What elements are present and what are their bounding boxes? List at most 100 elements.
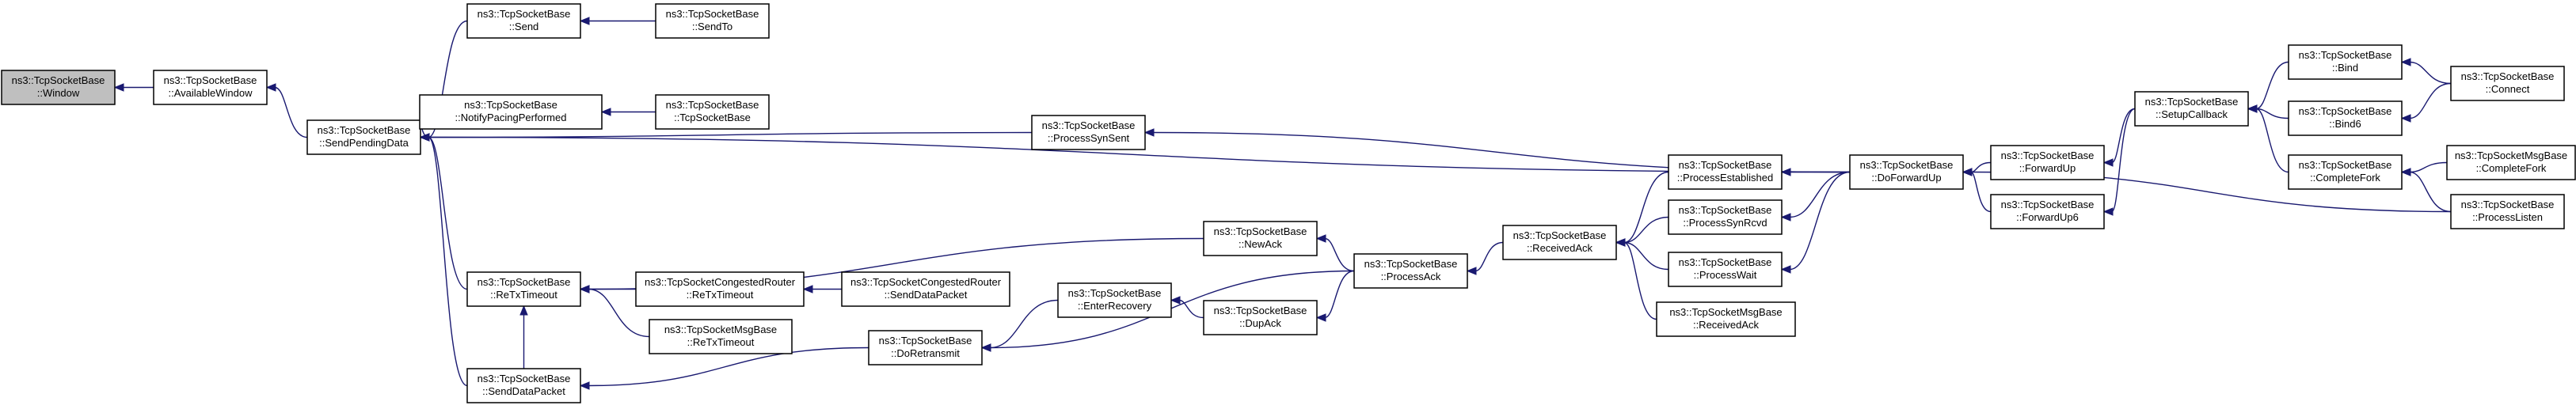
edge-arrowhead — [1315, 313, 1326, 322]
node-method-label: ::NewAck — [1239, 238, 1282, 250]
node-msg_receivedack[interactable]: ns3::TcpSocketMsgBase::ReceivedAck — [1656, 301, 1796, 337]
node-newack[interactable]: ns3::TcpSocketBase::NewAck — [1203, 221, 1318, 256]
edge-line — [2255, 108, 2289, 173]
node-processwait[interactable]: ns3::TcpSocketBase::ProcessWait — [1668, 252, 1783, 287]
edge-line — [2111, 108, 2136, 213]
node-connect[interactable]: ns3::TcpSocketBase::Connect — [2450, 66, 2565, 101]
node-senddatapacket[interactable]: ns3::TcpSocketBase::SendDataPacket — [466, 368, 581, 403]
edge-arrowhead — [1170, 296, 1181, 305]
node-msg_completefork[interactable]: ns3::TcpSocketMsgBase::CompleteFork — [2446, 145, 2576, 180]
edge-connect-to-bind — [2400, 58, 2452, 85]
node-processsynrcvd[interactable]: ns3::TcpSocketBase::ProcessSynRcvd — [1668, 199, 1783, 235]
node-class-label: ns3::TcpSocketBase — [666, 8, 759, 20]
node-method-label: ::NotifyPacingPerformed — [455, 112, 567, 123]
edge-line — [1623, 241, 1657, 320]
nodes-layer: ns3::TcpSocketBase::Windowns3::TcpSocket… — [1, 3, 2576, 403]
node-cr_retxtimeout[interactable]: ns3::TcpSocketCongestedRouter::ReTxTimeo… — [635, 271, 805, 307]
node-method-label: ::ProcessEstablished — [1677, 172, 1773, 184]
node-box — [419, 94, 603, 130]
node-box — [1, 70, 116, 105]
node-enterrecovery[interactable]: ns3::TcpSocketBase::EnterRecovery — [1057, 282, 1172, 318]
node-box — [466, 368, 581, 403]
node-processsynsent[interactable]: ns3::TcpSocketBase::ProcessSynSent — [1031, 115, 1146, 150]
node-send[interactable]: ns3::TcpSocketBase::Send — [466, 3, 581, 39]
edge-arrowhead — [1466, 267, 1477, 275]
node-window[interactable]: ns3::TcpSocketBase::Window — [1, 70, 116, 105]
edge-line — [1623, 216, 1669, 244]
node-processlisten[interactable]: ns3::TcpSocketBase::ProcessListen — [2450, 194, 2565, 229]
node-method-label: ::Connect — [2486, 83, 2530, 95]
node-class-label: ns3::TcpSocketBase — [1513, 229, 1607, 241]
node-receivedack[interactable]: ns3::TcpSocketBase::ReceivedAck — [1502, 225, 1617, 260]
node-method-label: ::Bind6 — [2329, 118, 2361, 130]
node-msg_retxtimeout[interactable]: ns3::TcpSocketMsgBase::ReTxTimeout — [649, 319, 793, 354]
node-retxtimeout[interactable]: ns3::TcpSocketBase::ReTxTimeout — [466, 271, 581, 307]
node-forwardup[interactable]: ns3::TcpSocketBase::ForwardUp — [1990, 145, 2105, 180]
edge-line — [1178, 299, 1204, 319]
edge-arrowhead — [2102, 207, 2114, 216]
edge-doforwardup-to-processwait — [1780, 171, 1851, 274]
node-box — [1990, 194, 2105, 229]
node-method-label: ::ReceivedAck — [1693, 319, 1760, 331]
edge-arrowhead — [2247, 104, 2258, 113]
node-completefork[interactable]: ns3::TcpSocketBase::CompleteFork — [2288, 154, 2403, 190]
node-forwardup6[interactable]: ns3::TcpSocketBase::ForwardUp6 — [1990, 194, 2105, 229]
node-bind[interactable]: ns3::TcpSocketBase::Bind — [2288, 44, 2403, 80]
node-class-label: ns3::TcpSocketBase — [1068, 287, 1162, 299]
node-setupcallback[interactable]: ns3::TcpSocketBase::SetupCallback — [2134, 91, 2249, 127]
edge-sendpendingdata-to-availablewindow — [265, 83, 308, 138]
node-class-label: ns3::TcpSocketBase — [666, 99, 759, 111]
node-class-label: ns3::TcpSocketMsgBase — [2455, 150, 2567, 161]
node-bind6[interactable]: ns3::TcpSocketBase::Bind6 — [2288, 100, 2403, 136]
node-box — [2288, 154, 2403, 190]
node-availablewindow[interactable]: ns3::TcpSocketBase::AvailableWindow — [153, 70, 268, 105]
node-doretransmit[interactable]: ns3::TcpSocketBase::DoRetransmit — [868, 330, 983, 365]
edge-arrowhead — [579, 285, 590, 293]
node-class-label: ns3::TcpSocketBase — [12, 74, 105, 86]
node-class-label: ns3::TcpSocketBase — [1679, 256, 1772, 268]
edge-line — [1324, 237, 1355, 272]
edge-tcpsocketbase-to-notifypacing — [600, 108, 656, 116]
edge-arrowhead — [579, 381, 590, 390]
edge-line — [428, 20, 468, 138]
node-class-label: ns3::TcpSocketBase — [1679, 204, 1772, 216]
edge-arrowhead — [519, 305, 528, 316]
node-class-label: ns3::TcpSocketBase — [164, 74, 257, 86]
node-class-label: ns3::TcpSocketBase — [1042, 119, 1136, 131]
node-class-label: ns3::TcpSocketBase — [2299, 105, 2392, 117]
node-processestablished[interactable]: ns3::TcpSocketBase::ProcessEstablished — [1668, 154, 1783, 190]
edge-line — [1970, 161, 1992, 173]
node-tcpsocketbase[interactable]: ns3::TcpSocketBase::TcpSocketBase — [655, 94, 770, 130]
node-method-label: ::SendPendingData — [319, 137, 409, 149]
edge-senddatapacket-to-retxtimeout — [519, 305, 528, 369]
node-box — [1849, 154, 1964, 190]
edge-arrowhead — [2400, 168, 2411, 176]
node-method-label: ::CompleteFork — [2310, 172, 2380, 184]
node-box — [868, 330, 983, 365]
edge-line — [1970, 171, 1992, 213]
edge-doretransmit-to-senddatapacket — [579, 347, 869, 390]
node-class-label: ns3::TcpSocketMsgBase — [1669, 306, 1782, 318]
edge-line — [428, 131, 1033, 138]
node-processack[interactable]: ns3::TcpSocketBase::ProcessAck — [1353, 253, 1468, 289]
node-box — [153, 70, 268, 105]
node-dupack[interactable]: ns3::TcpSocketBase::DupAck — [1203, 300, 1318, 335]
node-class-label: ns3::TcpSocketBase — [2299, 159, 2392, 171]
edge-line — [428, 136, 1851, 173]
node-doforwardup[interactable]: ns3::TcpSocketBase::DoForwardUp — [1849, 154, 1964, 190]
node-box — [1656, 301, 1796, 337]
edge-line — [2409, 82, 2452, 119]
edge-line — [2255, 108, 2289, 119]
node-notifypacing[interactable]: ns3::TcpSocketBase::NotifyPacingPerforme… — [419, 94, 603, 130]
node-class-label: ns3::TcpSocketBase — [879, 335, 972, 347]
node-method-label: ::SendDataPacket — [482, 385, 565, 397]
edge-line — [1474, 241, 1504, 272]
edge-arrowhead — [600, 108, 611, 116]
node-cr_senddatapacket[interactable]: ns3::TcpSocketCongestedRouter::SendDataP… — [841, 271, 1010, 307]
node-method-label: ::DupAck — [1239, 317, 1281, 329]
node-box — [2288, 44, 2403, 80]
node-sendpendingdata[interactable]: ns3::TcpSocketBase::SendPendingData — [306, 119, 421, 155]
node-box — [2450, 66, 2565, 101]
node-sendto[interactable]: ns3::TcpSocketBase::SendTo — [655, 3, 770, 39]
